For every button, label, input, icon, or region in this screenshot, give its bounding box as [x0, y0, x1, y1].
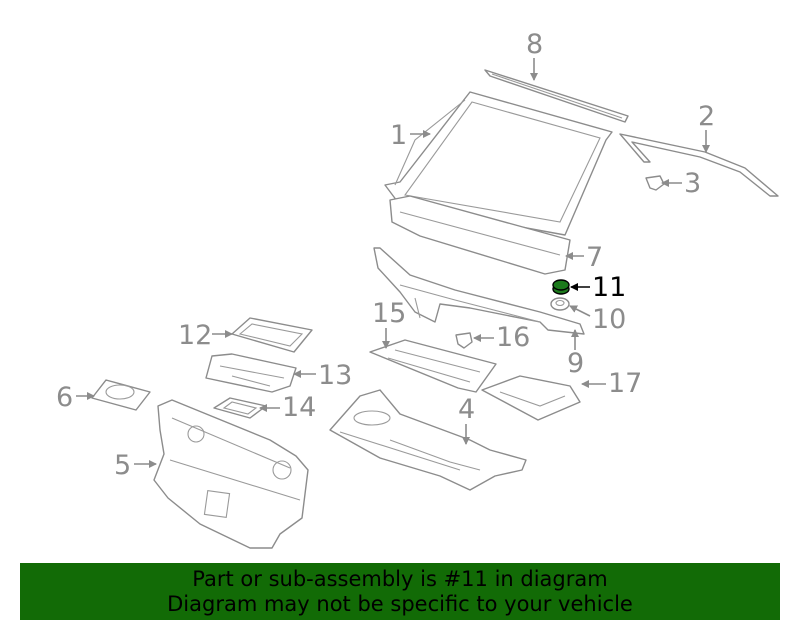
svg-text:2: 2 — [698, 101, 715, 132]
svg-text:3: 3 — [684, 168, 701, 199]
part-4-panel — [329, 389, 527, 491]
part-17-panel — [481, 375, 581, 421]
callout-15: 15 — [372, 298, 406, 349]
part-2-strip — [619, 133, 779, 197]
callout-5: 5 — [114, 450, 157, 481]
svg-text:5: 5 — [114, 450, 131, 481]
callout-7: 7 — [565, 242, 603, 273]
callout-13: 13 — [293, 360, 352, 391]
svg-text:1: 1 — [390, 120, 407, 151]
svg-text:7: 7 — [586, 242, 603, 273]
svg-text:12: 12 — [178, 320, 212, 351]
svg-text:11: 11 — [592, 272, 626, 303]
part-10-washer — [550, 297, 570, 311]
callout-17: 17 — [581, 368, 642, 399]
part-6-cover — [91, 379, 151, 411]
part-15-panel — [369, 339, 497, 393]
svg-text:6: 6 — [56, 382, 73, 413]
banner-line-2: Diagram may not be specific to your vehi… — [167, 591, 633, 616]
svg-text:9: 9 — [567, 348, 584, 379]
callout-3: 3 — [661, 168, 701, 199]
svg-text:13: 13 — [318, 360, 352, 391]
part-9-bracket — [373, 247, 585, 335]
part-13-filter — [205, 353, 297, 393]
svg-text:17: 17 — [608, 368, 642, 399]
part-8-molding — [484, 69, 629, 123]
callout-12: 12 — [178, 320, 233, 351]
part-12-cover — [231, 317, 313, 353]
callout-11: 11 — [570, 272, 626, 303]
banner-line-1: Part or sub-assembly is #11 in diagram — [192, 566, 608, 591]
part-3-clip — [645, 175, 665, 191]
part-11-grommet — [552, 279, 570, 295]
callout-10: 10 — [569, 304, 626, 335]
svg-text:8: 8 — [526, 29, 543, 60]
svg-text:14: 14 — [282, 392, 316, 423]
part-14-seal — [213, 397, 267, 419]
callout-8: 8 — [526, 29, 543, 81]
callout-14: 14 — [259, 392, 316, 423]
callout-16: 16 — [473, 322, 530, 353]
callout-2: 2 — [698, 101, 715, 153]
svg-text:15: 15 — [372, 298, 406, 329]
parts-diagram: 1 2 3 4 5 6 7 8 9 10 11 12 — [56, 29, 779, 549]
info-banner: Part or sub-assembly is #11 in diagram D… — [20, 563, 780, 620]
part-7-cowl — [389, 195, 571, 275]
svg-text:10: 10 — [592, 304, 626, 335]
callout-6: 6 — [56, 382, 95, 413]
callout-4: 4 — [458, 394, 475, 445]
part-16-clip — [455, 332, 473, 349]
svg-text:4: 4 — [458, 394, 475, 425]
callout-1: 1 — [390, 120, 431, 151]
callout-9: 9 — [567, 329, 584, 379]
svg-text:16: 16 — [496, 322, 530, 353]
part-5-dashpanel — [153, 399, 309, 549]
